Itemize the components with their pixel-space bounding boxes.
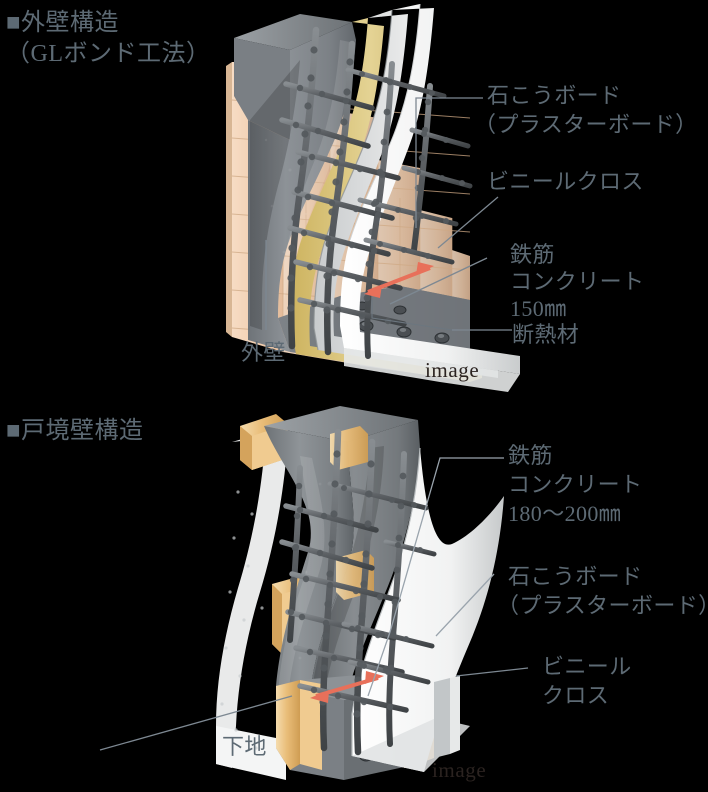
thickness-arrow-150	[364, 262, 434, 298]
label-plasterboard-line1: 石こうボード	[487, 83, 622, 108]
vinyl-cloth-layer	[340, 3, 520, 392]
label-reinforced-concrete-line2: コンクリート	[510, 269, 645, 294]
label-reinforced-concrete-thickness: 150㎜	[510, 296, 567, 321]
party-heading-line1: ■戸境壁構造	[6, 418, 144, 444]
label-party-vinyl-cloth-line2: クロス	[542, 683, 610, 708]
plasterboard-left	[216, 432, 288, 780]
watermark-image-party: image	[432, 758, 487, 782]
section-party-wall: ■戸境壁構造 鉄筋 コンクリート 180〜200㎜ 石こうボード （プラスターボ…	[0, 396, 708, 792]
section-heading-exterior-wall: ■外壁構造 （GLボンド工法）	[6, 8, 211, 70]
label-party-plasterboard-line1: 石こうボード	[508, 564, 643, 589]
exterior-heading-line2: （GLボンド工法）	[6, 41, 211, 67]
exterior-heading-line1: ■外壁構造	[6, 10, 119, 36]
dimension-guide	[371, 298, 453, 331]
rebar-ribs	[287, 46, 465, 325]
label-party-reinforced-concrete-line2: コンクリート	[508, 472, 643, 497]
label-party-vinyl-cloth-line1: ビニール	[542, 654, 632, 679]
label-exterior-finish: 外壁	[241, 340, 286, 365]
leader-lines-exterior	[265, 97, 512, 331]
label-party-reinforced-concrete-line1: 鉄筋	[508, 443, 553, 468]
label-plasterboard-line2: （プラスターボード）	[474, 112, 698, 137]
label-substrate: 下地	[222, 734, 267, 759]
leader-lines-party	[99, 457, 529, 751]
label-party-plasterboard-line2: （プラスターボード）	[497, 593, 708, 618]
label-party-reinforced-concrete-thickness: 180〜200㎜	[508, 501, 622, 526]
label-vinyl-cloth: ビニールクロス	[487, 169, 644, 194]
label-reinforced-concrete-line1: 鉄筋	[510, 242, 555, 267]
section-heading-party-wall: ■戸境壁構造	[6, 416, 144, 447]
rebar-ribs-party	[287, 450, 423, 718]
exterior-wall-illustration	[226, 3, 520, 392]
watermark-image-exterior: image	[425, 358, 480, 382]
label-insulation: 断熱材	[512, 322, 580, 347]
party-wall-illustration	[99, 406, 529, 780]
section-exterior-wall: ■外壁構造 （GLボンド工法） 石こうボード （プラスターボード） ビニールクロ…	[6, 3, 698, 392]
